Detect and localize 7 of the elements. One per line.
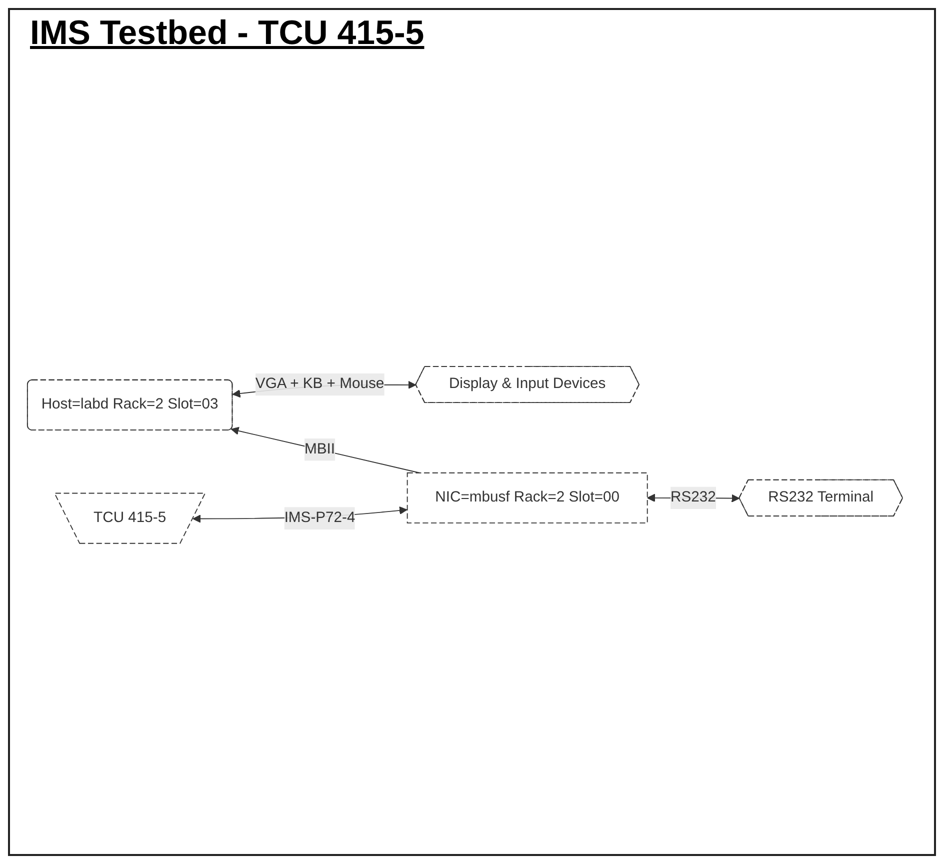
edge-label: RS232	[670, 490, 716, 506]
node-box: NIC=mbusf Rack=2 Slot=00	[406, 472, 648, 524]
diagram-title: IMS Testbed - TCU 415-5	[30, 14, 424, 53]
edge-label: IMS-P72-4	[284, 510, 356, 526]
edge-label: MBII	[304, 441, 336, 458]
edge-label: VGA + KB + Mouse	[255, 376, 384, 392]
arrow	[230, 426, 420, 474]
